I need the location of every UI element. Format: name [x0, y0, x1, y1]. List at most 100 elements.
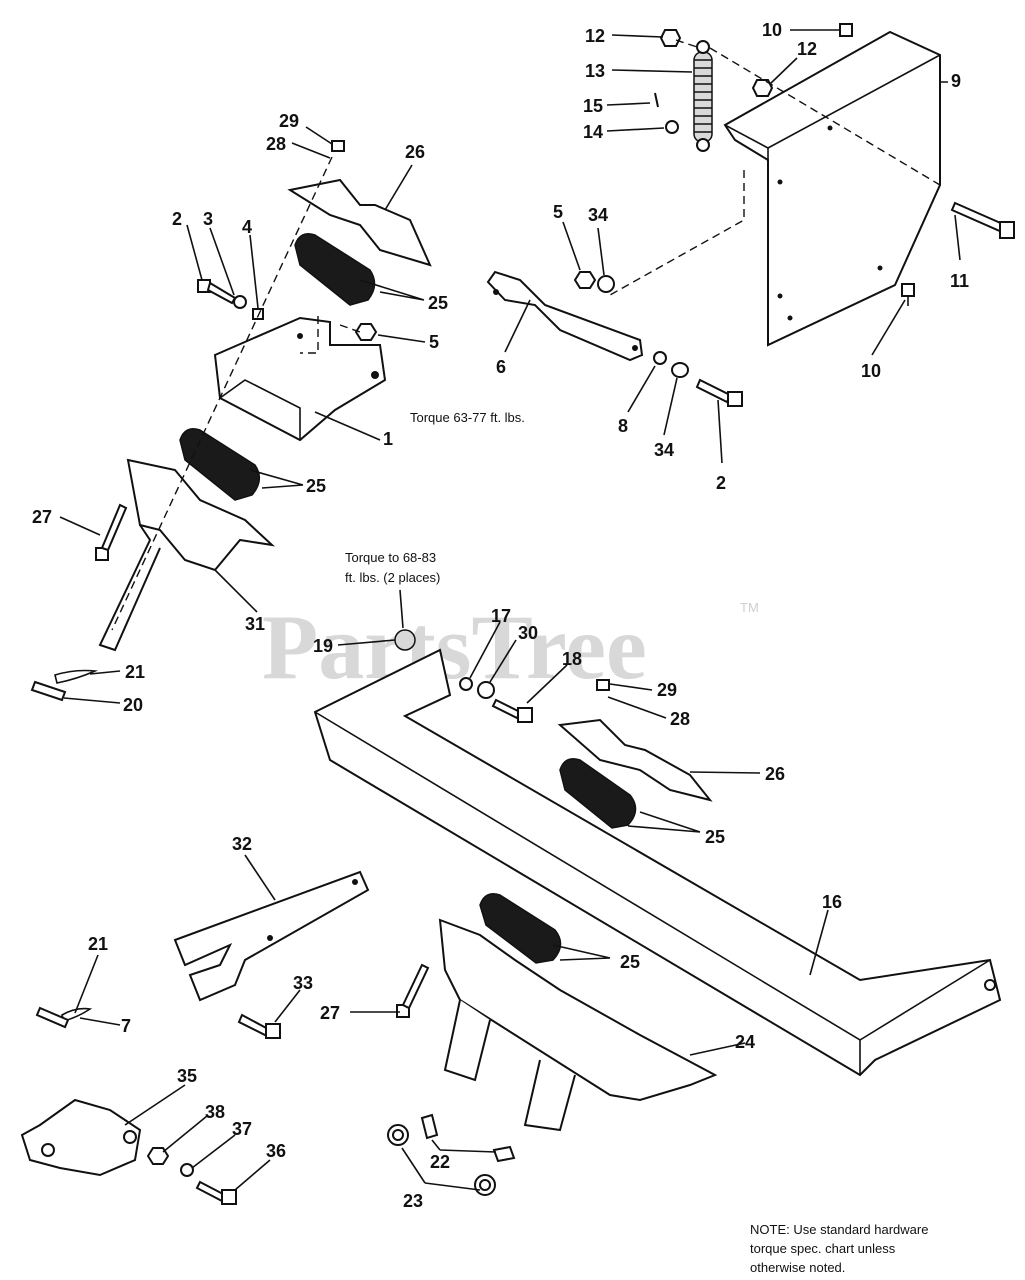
part-13-spring — [693, 40, 713, 152]
footnote: NOTE: Use standard hardware torque spec.… — [750, 1222, 928, 1275]
part-22-pin — [420, 1113, 516, 1163]
callout-34: 34 — [588, 205, 608, 225]
callout-25: 25 — [428, 293, 448, 313]
callout-2: 2 — [716, 473, 726, 493]
part-17-washer — [459, 677, 473, 691]
callout-9: 9 — [951, 71, 961, 91]
watermark-tm: TM — [740, 600, 759, 615]
part-25-rubber-pad — [179, 428, 261, 501]
callout-13: 13 — [585, 61, 605, 81]
callout-7: 7 — [121, 1016, 131, 1036]
part-34-washer — [671, 362, 689, 378]
callout-31: 31 — [245, 614, 265, 634]
leader-lines — [59, 29, 961, 1191]
torque-note-2-line1: Torque to 68-83 — [345, 550, 436, 565]
callout-25: 25 — [620, 952, 640, 972]
part-27-bolt — [95, 503, 128, 561]
callout-23: 23 — [403, 1191, 423, 1211]
callout-5: 5 — [553, 202, 563, 222]
callout-34: 34 — [654, 440, 674, 460]
torque-note-1: Torque 63-77 ft. lbs. — [410, 410, 525, 425]
part-31-hanger-bracket — [98, 458, 276, 652]
part-36-bolt — [195, 1180, 237, 1205]
callout-5: 5 — [429, 332, 439, 352]
callout-12: 12 — [585, 26, 605, 46]
callout-27: 27 — [320, 1003, 340, 1023]
callout-21: 21 — [88, 934, 108, 954]
part-26-bracket — [287, 178, 432, 267]
callout-26: 26 — [765, 764, 785, 784]
callout-37: 37 — [232, 1119, 252, 1139]
part-34-washer — [597, 275, 615, 293]
torque-note-2-line2: ft. lbs. (2 places) — [345, 570, 440, 585]
part-19-nut — [394, 629, 416, 651]
callout-24: 24 — [735, 1032, 755, 1052]
part-12-nut — [659, 29, 682, 47]
part-6-link-plate — [486, 270, 644, 362]
part-30-washer — [477, 681, 495, 699]
callout-14: 14 — [583, 122, 603, 142]
callout-33: 33 — [293, 973, 313, 993]
callout-15: 15 — [583, 96, 603, 116]
part-25-rubber-pad — [559, 758, 637, 829]
part-1-mount — [213, 316, 387, 442]
callout-29: 29 — [657, 680, 677, 700]
callout-17: 17 — [491, 606, 511, 626]
part-23-spring — [387, 1124, 496, 1196]
callout-32: 32 — [232, 834, 252, 854]
callout-21: 21 — [125, 662, 145, 682]
footnote-line-2: torque spec. chart unless — [750, 1241, 896, 1256]
part-29-pin — [596, 679, 610, 691]
callout-18: 18 — [562, 649, 582, 669]
part-3-washer — [233, 295, 247, 309]
part-5-nut — [354, 323, 378, 341]
callout-28: 28 — [670, 709, 690, 729]
part-20-pin — [30, 680, 67, 702]
part-10-bolt-bottom — [901, 283, 915, 306]
part-18-bolt — [491, 698, 533, 723]
callout-2: 2 — [172, 209, 182, 229]
callout-25: 25 — [306, 476, 326, 496]
callout-8: 8 — [618, 416, 628, 436]
callout-4: 4 — [242, 217, 252, 237]
callout-labels: 12 10 12 13 9 15 14 29 28 26 2 3 4 5 34 … — [32, 20, 969, 1211]
part-26-bracket-right — [557, 718, 713, 802]
part-24-hanger-bracket — [438, 918, 718, 1132]
callout-10: 10 — [762, 20, 782, 40]
callout-12: 12 — [797, 39, 817, 59]
callout-27: 27 — [32, 507, 52, 527]
part-37-washer — [180, 1163, 194, 1177]
part-2-bolt-left — [197, 279, 237, 305]
footnote-line-3: otherwise noted. — [750, 1260, 845, 1275]
part-14-washer — [665, 120, 679, 134]
part-27-bolt — [396, 963, 430, 1018]
callout-22: 22 — [430, 1152, 450, 1172]
callout-16: 16 — [822, 892, 842, 912]
part-33-bolt — [237, 1013, 281, 1039]
callout-20: 20 — [123, 695, 143, 715]
part-25-rubber-pad — [479, 893, 562, 964]
watermark: PartsTree — [262, 596, 647, 698]
callout-6: 6 — [496, 357, 506, 377]
callout-1: 1 — [383, 429, 393, 449]
footnote-line-1: NOTE: Use standard hardware — [750, 1222, 928, 1237]
part-21-clip — [61, 1007, 93, 1022]
part-2-bolt-right — [695, 378, 743, 407]
part-15-pin — [654, 92, 659, 108]
callout-36: 36 — [266, 1141, 286, 1161]
callout-3: 3 — [203, 209, 213, 229]
callout-28: 28 — [266, 134, 286, 154]
callout-25: 25 — [705, 827, 725, 847]
callout-29: 29 — [279, 111, 299, 131]
part-29-pin — [331, 140, 345, 152]
part-12-nut — [751, 79, 774, 97]
part-8-spacer — [653, 351, 667, 365]
callout-19: 19 — [313, 636, 333, 656]
part-4-spacer — [252, 308, 264, 320]
part-35-clevis — [20, 1098, 142, 1177]
part-21-clip — [54, 669, 99, 684]
callout-35: 35 — [177, 1066, 197, 1086]
part-11-bolt — [950, 201, 1015, 239]
